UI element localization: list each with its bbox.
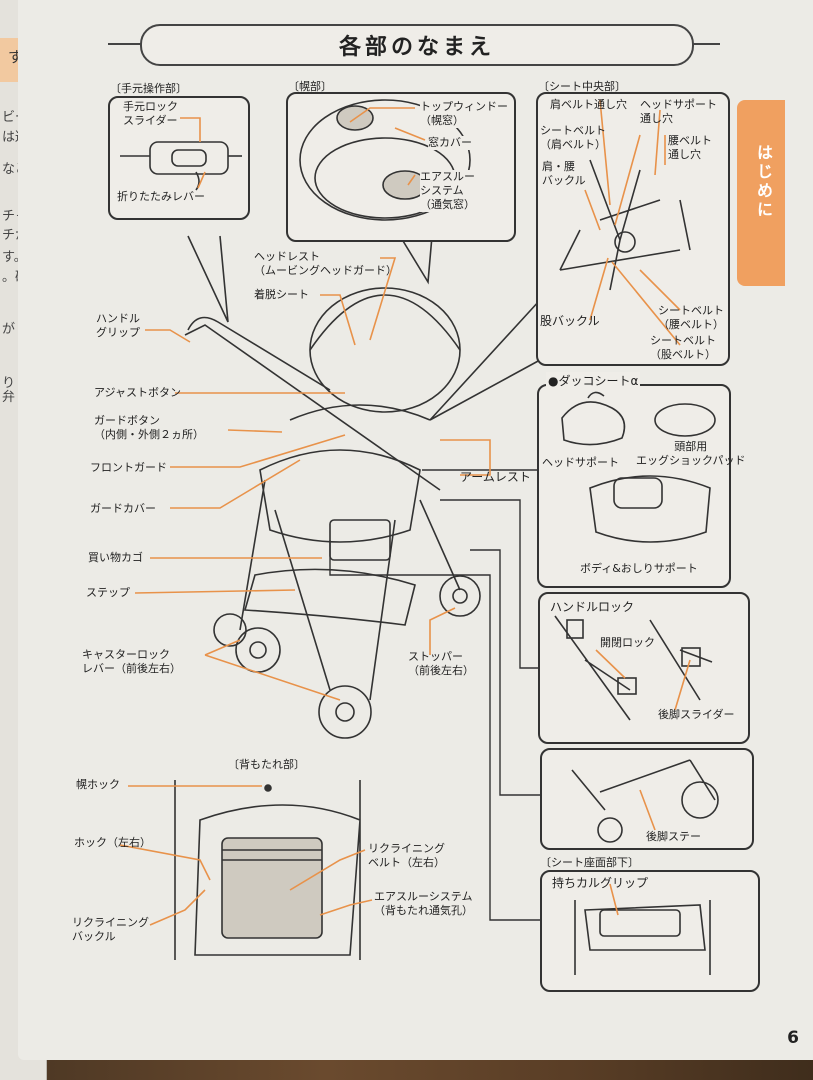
- label-crotch-belt: シートベルト （股ベルト）: [650, 334, 716, 361]
- inset-dakko-seat: [537, 384, 731, 588]
- label-adjust-button: アジャストボタン: [94, 386, 182, 399]
- label-guard-button: ガードボタン （内側・外側２ヵ所）: [94, 414, 204, 441]
- inset-seat-center: [536, 92, 730, 366]
- label-window-cover: 窓カバー: [428, 136, 472, 150]
- label-guard-cover: ガードカバー: [90, 502, 156, 515]
- label-reclining-buckle: リクライニング バックル: [72, 916, 149, 943]
- label-shoulder-belt: シートベルト （肩ベルト）: [540, 124, 606, 151]
- label-rear-leg-slider: 後脚スライダー: [658, 708, 735, 721]
- chapter-tab: はじめに: [737, 100, 785, 286]
- heading-dakko-seat: ●ダッコシートα: [546, 372, 641, 389]
- heading-hand-controls: 〔手元操作部〕: [110, 82, 187, 95]
- label-hood-hook: 幌ホック: [76, 778, 120, 791]
- label-body-support: ボディ&おしりサポート: [580, 562, 698, 575]
- inset-hand-controls: [108, 96, 250, 220]
- label-hand-lock-slider: 手元ロック スライダー: [123, 100, 178, 127]
- label-open-close-lock: 開閉ロック: [600, 636, 655, 649]
- label-waist-belt-hole: 腰ベルト 通し穴: [668, 134, 712, 161]
- label-headrest: ヘッドレスト （ムービングヘッドガード）: [254, 250, 397, 277]
- heading-backrest: 〔背もたれ部〕: [228, 758, 305, 771]
- label-reclining-belt: リクライニング ベルト（左右）: [368, 842, 445, 869]
- label-air-through-hood: エアスルー システム （通気窓）: [420, 170, 475, 212]
- prev-fragment: 弁: [2, 390, 16, 405]
- label-armrest: アームレスト: [460, 470, 531, 484]
- prev-fragment: り: [2, 376, 16, 391]
- label-fold-lever: 折りたたみレバー: [117, 190, 205, 203]
- backrest-sketch: [174, 780, 361, 960]
- chapter-tab-label: はじめに: [754, 144, 773, 220]
- label-step: ステップ: [86, 586, 130, 599]
- label-handle-grip: ハンドル グリップ: [96, 312, 140, 339]
- wheel-rear-left: [318, 685, 372, 739]
- label-egg-shock-pad: 頭部用 エッグショックパッド: [636, 440, 746, 467]
- label-hooks-lr: ホック（左右）: [74, 836, 151, 849]
- label-air-through-back: エアスルーシステム （背もたれ通気孔）: [374, 890, 473, 917]
- label-front-guard: フロントガード: [90, 461, 167, 474]
- heading-seat-bottom: 〔シート座面部下〕: [540, 856, 639, 869]
- label-shoulder-waist-buckle: 肩・腰 バックル: [542, 160, 586, 187]
- heading-seat-center: 〔シート中央部〕: [538, 80, 626, 93]
- label-rear-leg-stay: 後脚ステー: [646, 830, 701, 843]
- seat-sketch: [259, 449, 421, 543]
- heading-handle-lock: ハンドルロック: [550, 600, 635, 614]
- label-top-window: トップウィンドー （幌窓）: [420, 100, 508, 128]
- title-rule-left: [108, 43, 142, 45]
- inset-handle-lock: [538, 592, 750, 744]
- page-title: 各部のなまえ: [140, 24, 694, 66]
- title-rule-right: [688, 43, 720, 45]
- wheel-front-right: [439, 575, 481, 617]
- label-crotch-buckle: 股バックル: [540, 314, 600, 328]
- label-waist-belt: シートベルト （腰ベルト）: [658, 304, 724, 331]
- label-caster-lock-lever: キャスターロック レバー（前後左右）: [82, 648, 181, 675]
- label-stopper: ストッパー （前後左右）: [408, 650, 474, 677]
- prev-fragment: が: [2, 322, 16, 337]
- label-head-support: ヘッドサポート: [542, 456, 619, 469]
- page-number: 6: [787, 1028, 799, 1048]
- label-shoulder-belt-hole: 肩ベルト通し穴: [550, 98, 627, 111]
- label-removable-seat: 着脱シート: [254, 288, 309, 301]
- label-shopping-basket: 買い物カゴ: [88, 551, 143, 564]
- label-carry-grip: 持ちカルグリップ: [552, 876, 649, 890]
- label-head-support-hole: ヘッドサポート 通し穴: [640, 98, 717, 125]
- inset-seat-bottom: [540, 870, 760, 992]
- heading-hood: 〔幌部〕: [288, 80, 332, 93]
